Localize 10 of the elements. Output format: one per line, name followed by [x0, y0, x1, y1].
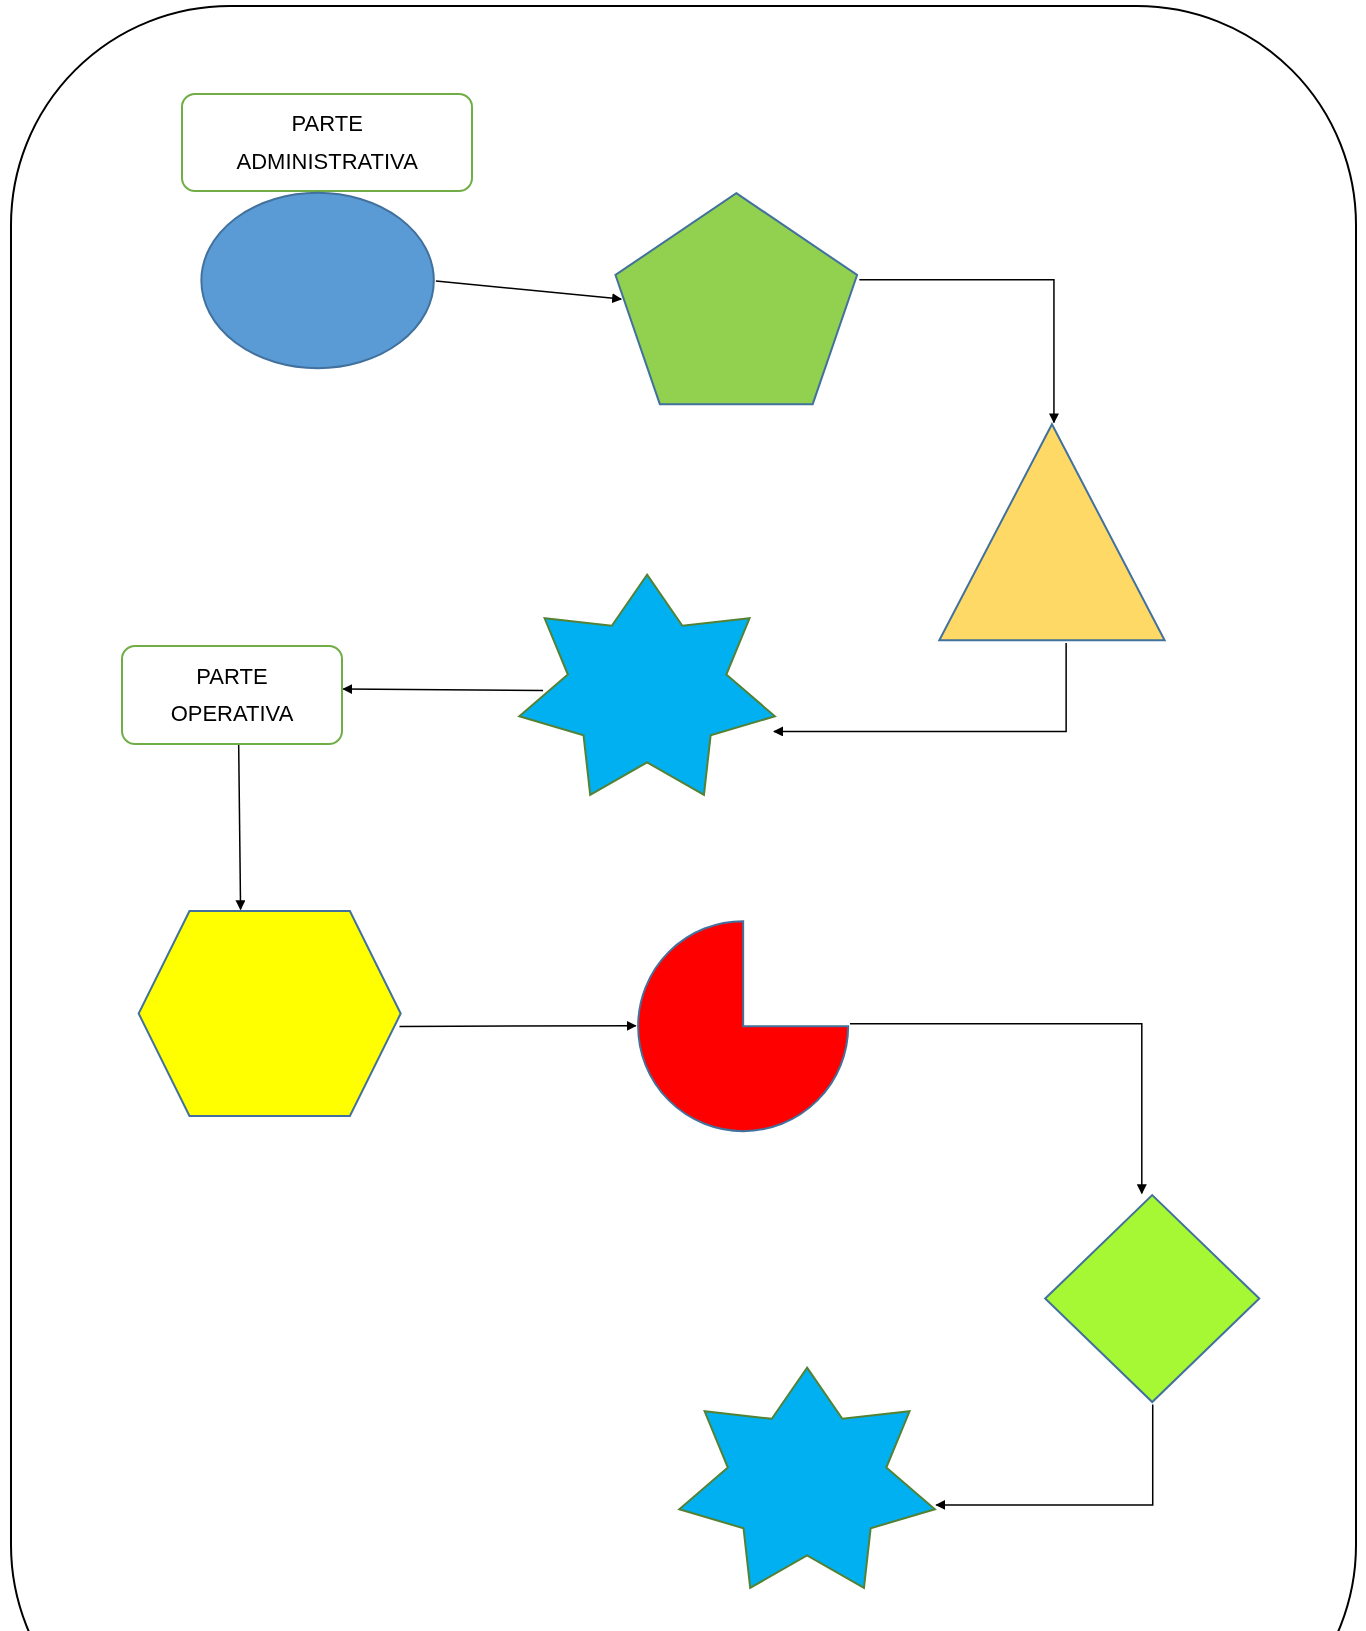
arrow: [773, 642, 1067, 737]
arrow: [398, 1020, 637, 1031]
arrow: [858, 278, 1059, 424]
arrow: [849, 1022, 1147, 1195]
arrow: [435, 280, 623, 304]
arrow: [235, 744, 246, 911]
arrow: [342, 684, 544, 695]
label-box: PARTE ADMINISTRATIVA: [181, 92, 474, 193]
arrow: [935, 1403, 1154, 1510]
label-box: PARTE OPERATIVA: [120, 645, 344, 745]
